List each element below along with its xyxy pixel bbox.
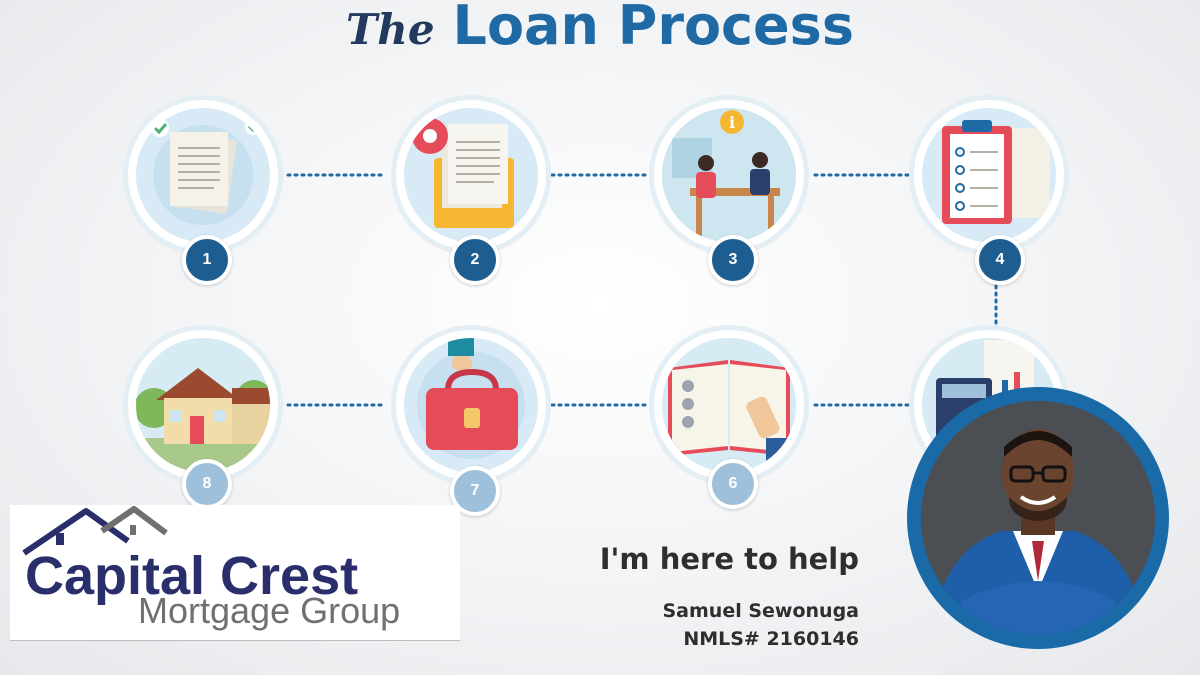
- step-8-circle: [128, 330, 278, 480]
- title-main: Loan Process: [452, 0, 854, 57]
- meeting-consultation-icon: i: [662, 108, 796, 242]
- step-1-circle: [128, 100, 278, 250]
- step-7-circle: [396, 330, 546, 480]
- agent-name: Samuel Sewonuga: [662, 600, 860, 622]
- briefcase-handover-icon: [404, 338, 538, 472]
- clipboard-checklist-icon: [922, 108, 1056, 242]
- step-2-badge: 2: [450, 235, 500, 285]
- svg-text:i: i: [729, 113, 735, 132]
- book-reading-icon: [662, 338, 796, 472]
- step-6-badge: 6: [708, 459, 758, 509]
- step-8-badge: 8: [182, 459, 232, 509]
- step-4-circle: [914, 100, 1064, 250]
- agent-nmls: NMLS# 2160146: [683, 628, 859, 650]
- title-prefix: The: [346, 5, 435, 54]
- page-title: The Loan Process: [0, 0, 1200, 64]
- step-4-badge: 4: [975, 235, 1025, 285]
- step-3-badge: 3: [708, 235, 758, 285]
- avatar: [921, 401, 1155, 635]
- agent-portrait: [907, 387, 1169, 649]
- step-1-badge: 1: [182, 235, 232, 285]
- step-7-badge: 7: [450, 466, 500, 516]
- documents-checklist-icon: [136, 108, 270, 242]
- step-6-circle: [654, 330, 804, 480]
- step-3-circle: i: [654, 100, 804, 250]
- brand-name-line1: Capital Crest: [25, 546, 359, 606]
- brand-name-line2: Mortgage Group: [138, 590, 401, 631]
- docs-folder-gear-icon: [404, 108, 538, 242]
- roof-icon: [22, 506, 168, 556]
- tagline: I'm here to help: [599, 542, 859, 576]
- house-icon: [136, 338, 270, 472]
- brand-logo: Capital Crest Mortgage Group: [10, 505, 460, 641]
- step-2-circle: [396, 100, 546, 250]
